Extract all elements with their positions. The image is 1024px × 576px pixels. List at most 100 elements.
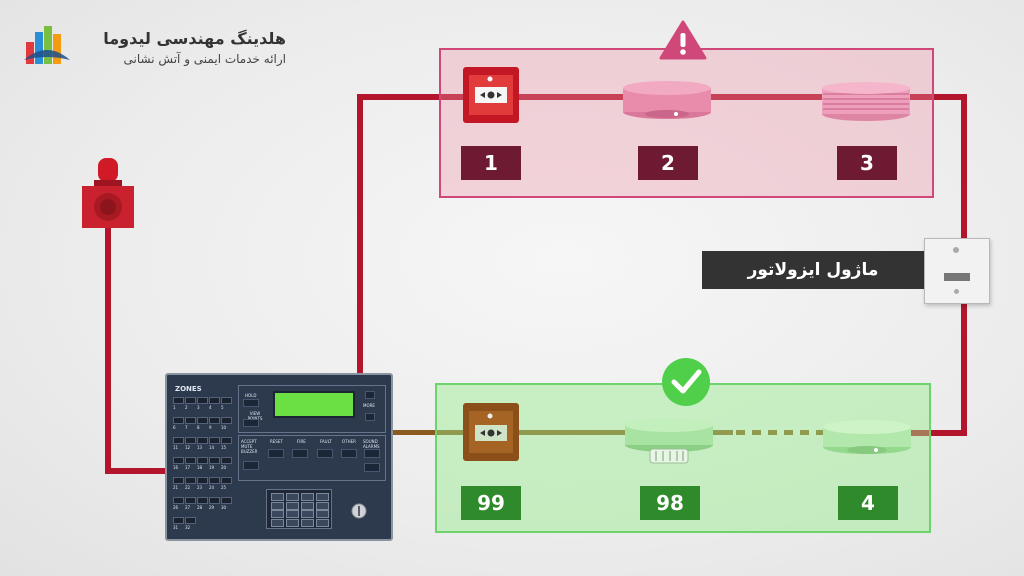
- zone-led: [209, 397, 220, 404]
- zone-number: 2: [185, 405, 188, 410]
- panel-function-section: [238, 435, 386, 481]
- zone-indicator: 20: [221, 457, 232, 475]
- keypad-key[interactable]: [301, 518, 314, 527]
- device-number-98: 98: [640, 486, 700, 520]
- hold-button-label: HOLD: [245, 393, 257, 398]
- zone-led: [209, 497, 220, 504]
- view-points-button[interactable]: [243, 419, 259, 427]
- zone-number: 17: [185, 465, 191, 470]
- keypad-key[interactable]: [301, 493, 314, 501]
- siren-wire-vertical: [105, 228, 111, 474]
- zone-led: [185, 517, 196, 524]
- hold-button[interactable]: [243, 399, 259, 407]
- check-circle-icon: [662, 358, 710, 406]
- zone-number: 32: [185, 525, 191, 530]
- isolator-module-device: [924, 238, 990, 304]
- zone-indicator: 5: [221, 397, 232, 415]
- zone-indicator: 21: [173, 477, 184, 495]
- more-button-label: MORE: [363, 403, 375, 408]
- zone-led: [185, 437, 196, 444]
- zone-number: 25: [221, 485, 227, 490]
- fire-button[interactable]: [292, 449, 308, 458]
- zone-indicator: 14: [209, 437, 220, 455]
- zone-led: [197, 477, 208, 484]
- accept-button[interactable]: [243, 461, 259, 470]
- accept-button-label: ACCEPT MUTE BUZZER: [241, 439, 258, 454]
- zone-led: [173, 417, 184, 424]
- keypad-key[interactable]: [286, 493, 299, 501]
- zone-indicator: 32: [185, 517, 196, 535]
- zone-number: 10: [221, 425, 227, 430]
- panel-keypad: [266, 489, 332, 529]
- manual-call-point-icon: [463, 403, 519, 461]
- zone-led: [173, 437, 184, 444]
- mute-button[interactable]: [364, 463, 380, 472]
- fault-button[interactable]: [317, 449, 333, 458]
- smoke-detector-icon: [822, 82, 910, 121]
- zone-indicator: 8: [197, 417, 208, 435]
- zone-led: [221, 437, 232, 444]
- zone-indicator: 26: [173, 497, 184, 515]
- zone-number: 4: [209, 405, 212, 410]
- view-points-button-label: VIEW POINTS: [248, 411, 263, 421]
- manual-call-point-icon: [463, 67, 519, 123]
- zone-number: 12: [185, 445, 191, 450]
- zone-number: 5: [221, 405, 224, 410]
- zone-number: 3: [197, 405, 200, 410]
- zone-indicator: 2: [185, 397, 196, 415]
- zone-number: 15: [221, 445, 227, 450]
- zone-led: [173, 477, 184, 484]
- zone-number: 28: [197, 505, 203, 510]
- siren-wire-horizontal: [105, 468, 167, 474]
- zone-indicator: 16: [173, 457, 184, 475]
- keypad-key[interactable]: [286, 518, 299, 527]
- isolator-indicator: [944, 273, 970, 281]
- keypad-key[interactable]: [271, 510, 284, 518]
- scroll-down-button[interactable]: [365, 413, 375, 421]
- keypad-key[interactable]: [301, 510, 314, 518]
- device-number-4: 4: [838, 486, 898, 520]
- keypad-key[interactable]: [316, 493, 329, 501]
- loop-wire-bottom-right: [910, 430, 967, 436]
- zone-number: 7: [185, 425, 188, 430]
- other-button-label: OTHER: [342, 439, 356, 444]
- keypad-key[interactable]: [316, 501, 329, 510]
- zone-indicator: 12: [185, 437, 196, 455]
- zone-indicator: 9: [209, 417, 220, 435]
- zone-indicator: 28: [197, 497, 208, 515]
- loop-wire-right-lower: [961, 302, 967, 436]
- keypad-key[interactable]: [286, 501, 299, 510]
- zone-number: 24: [209, 485, 215, 490]
- zone-led: [197, 437, 208, 444]
- zone-number: 26: [173, 505, 179, 510]
- keypad-key[interactable]: [271, 518, 284, 527]
- panel-display-section: [238, 385, 386, 433]
- zone-number: 13: [197, 445, 203, 450]
- scroll-up-button[interactable]: [365, 391, 375, 399]
- keypad-key[interactable]: [301, 501, 314, 510]
- loop-wire-right-upper: [961, 94, 967, 240]
- zone-number: 18: [197, 465, 203, 470]
- key-switch-icon[interactable]: [351, 503, 367, 519]
- smoke-detector-icon: [625, 418, 713, 464]
- zone-led: [221, 417, 232, 424]
- reset-button[interactable]: [268, 449, 284, 458]
- other-button[interactable]: [341, 449, 357, 458]
- zone-led: [185, 397, 196, 404]
- keypad-key[interactable]: [316, 518, 329, 527]
- zone-number: 27: [185, 505, 191, 510]
- isolator-led-bottom: [954, 289, 959, 294]
- zone-led: [209, 437, 220, 444]
- device-number-1: 1: [461, 146, 521, 180]
- keypad-key[interactable]: [271, 493, 284, 501]
- keypad-key[interactable]: [316, 510, 329, 518]
- zone-led: [209, 417, 220, 424]
- fire-button-label: FIRE: [297, 439, 306, 444]
- zone-led: [221, 457, 232, 464]
- zone-led: [197, 417, 208, 424]
- sound-alarms-button[interactable]: [364, 449, 380, 458]
- smoke-detector-icon: [823, 420, 911, 454]
- keypad-key[interactable]: [286, 510, 299, 518]
- smoke-detector-icon: [623, 81, 711, 119]
- keypad-key[interactable]: [271, 501, 284, 510]
